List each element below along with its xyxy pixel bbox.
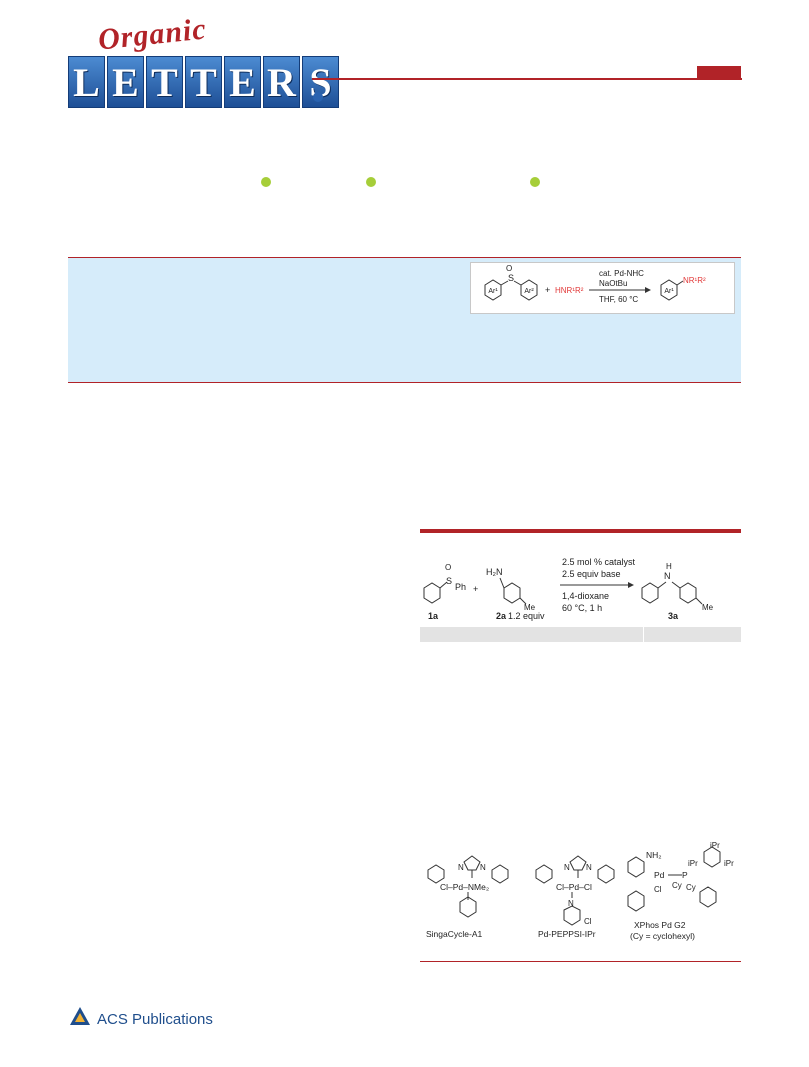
verified-check-icon	[313, 92, 323, 102]
plus: +	[545, 285, 550, 295]
o-label: O	[506, 264, 512, 273]
cond4: 60 °C, 1 h	[562, 603, 602, 613]
journal-letters-logo: L E T T E R S	[68, 56, 339, 108]
n-left-1: N	[458, 863, 464, 872]
pd-label: Pd	[654, 870, 665, 880]
figure-bottom-rule	[420, 961, 741, 962]
acs-logo-icon	[68, 1005, 92, 1029]
catalyst-name-2: Pd-PEPPSI-IPr	[538, 929, 596, 939]
ph-1a: Ph	[455, 582, 466, 592]
ring-ar1	[484, 279, 502, 301]
toc-graphic: Ar¹ S O Ar² + HNR¹R² cat. Pd-NHC NaOtBu …	[470, 262, 735, 314]
ipr1-label: iPr	[688, 859, 698, 868]
plus-2: +	[473, 584, 478, 594]
peppsi-structure: N N Cl–Pd–Cl N Cl Pd-PEPPSI-IPr	[535, 855, 615, 939]
catalyst-svg: N N Cl–Pd–NMe₂ SingaCycle-A1 N N Cl–Pd–C…	[426, 841, 734, 941]
nh2-label: NH₂	[646, 850, 662, 860]
table-scheme: S O Ph + 1a H₂N Me 2a 1.2 equiv 2.5 mol …	[420, 552, 741, 624]
product-n-label: NR¹R²	[683, 276, 706, 285]
cond3: 1,4-dioxane	[562, 591, 609, 601]
me-2a: Me	[524, 603, 536, 612]
ring-2a	[503, 582, 521, 604]
ring-3a-left	[641, 582, 659, 604]
cond1: 2.5 mol % catalyst	[562, 557, 636, 567]
ar1-label: Ar¹	[488, 288, 498, 295]
header-rule	[312, 78, 742, 80]
catalyst-name-3: XPhos Pd G2	[634, 920, 686, 930]
logo-letter: L	[68, 56, 105, 108]
toc-cond2: NaOtBu	[599, 279, 627, 288]
logo-letter: T	[146, 56, 183, 108]
cl-xphos: Cl	[654, 885, 662, 894]
table-top-rule	[420, 529, 741, 533]
cl-pyridine: Cl	[584, 917, 592, 926]
ipr2-label: iPr	[724, 859, 734, 868]
logo-letter: E	[107, 56, 144, 108]
label-3a: 3a	[668, 611, 679, 621]
toc-cond3: THF, 60 °C	[599, 295, 638, 304]
catalyst-structures: N N Cl–Pd–NMe₂ SingaCycle-A1 N N Cl–Pd–C…	[420, 840, 741, 955]
logo-letter: R	[263, 56, 300, 108]
n-left-2: N	[564, 863, 570, 872]
toc-cond1: cat. Pd-NHC	[599, 269, 644, 278]
o-1a: O	[445, 563, 451, 572]
singacycle-structure: N N Cl–Pd–NMe₂ SingaCycle-A1	[426, 855, 509, 939]
h2n-2a: H₂N	[486, 567, 503, 577]
ring-1a	[423, 582, 441, 604]
page-tab	[697, 66, 741, 80]
amine-label: HNR¹R²	[555, 286, 584, 295]
toc-scheme-svg: Ar¹ S O Ar² + HNR¹R² cat. Pd-NHC NaOtBu …	[484, 264, 706, 304]
logo-letter: T	[185, 56, 222, 108]
pd-line-2: Cl–Pd–Cl	[556, 882, 592, 892]
logo-letter: E	[224, 56, 261, 108]
ring-ar2	[520, 279, 538, 301]
publisher-name: ACS Publications	[97, 1011, 213, 1028]
orcid-icon[interactable]	[261, 177, 271, 187]
cy1-label: Cy	[672, 881, 682, 890]
label-1a: 1a	[428, 611, 439, 621]
pd-line-1: Cl–Pd–NMe₂	[440, 882, 489, 892]
journal-script-logo: Organic	[96, 12, 209, 57]
catalyst-note: (Cy = cyclohexyl)	[630, 931, 695, 941]
cy2-label: Cy	[686, 883, 696, 892]
ring-product	[660, 279, 678, 301]
n-3a: N	[664, 571, 671, 581]
orcid-icon[interactable]	[366, 177, 376, 187]
catalyst-name-1: SingaCycle-A1	[426, 929, 482, 939]
ring-3a-right	[679, 582, 697, 604]
label-2a: 2a	[496, 611, 507, 621]
n-right-1: N	[480, 863, 486, 872]
table-scheme-svg: S O Ph + 1a H₂N Me 2a 1.2 equiv 2.5 mol …	[423, 557, 714, 621]
me-3a: Me	[702, 603, 714, 612]
table-header-row	[420, 627, 741, 642]
xphos-structure: iPr NH₂ Pd P Cl Cy Cy iPr iPr XPhos Pd G…	[627, 841, 734, 941]
h-3a: H	[666, 562, 672, 571]
table-header-divider	[643, 627, 644, 642]
cond2: 2.5 equiv base	[562, 569, 621, 579]
equiv-2a: 1.2 equiv	[508, 611, 545, 621]
s-label: S	[508, 273, 514, 283]
s-1a: S	[446, 576, 452, 586]
ipr-top: iPr	[710, 841, 720, 850]
orcid-icon[interactable]	[530, 177, 540, 187]
ar2-label: Ar²	[524, 288, 534, 295]
p-label: P	[682, 870, 688, 880]
product-ar-label: Ar¹	[664, 288, 674, 295]
n-pyridine: N	[568, 899, 574, 908]
n-right-2: N	[586, 863, 592, 872]
